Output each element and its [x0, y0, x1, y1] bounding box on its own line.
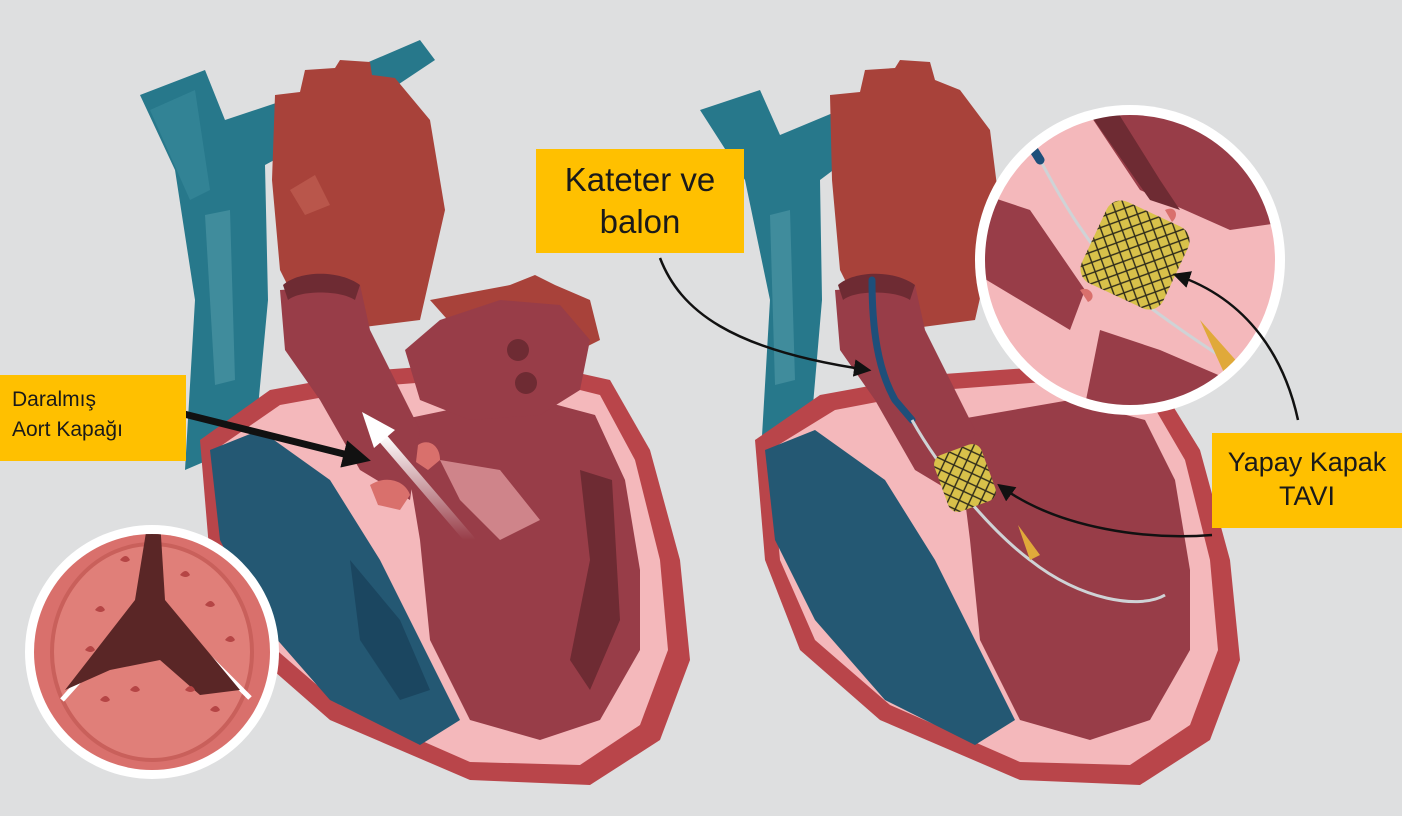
tavi-pointer-lower [997, 483, 1213, 538]
tavi-pointer-upper [1172, 271, 1300, 421]
catheter-label: Kateter ve balon [536, 149, 744, 253]
stenosis-pointer [167, 406, 371, 468]
prosthetic-valve-label-line2: TAVI [1278, 481, 1335, 511]
catheter-label-line1: Kateter ve [564, 161, 716, 198]
heart-after-illustration [700, 60, 1240, 785]
prosthetic-valve-label-line1: Yapay Kapak [1227, 447, 1387, 477]
stenotic-valve-label-line2: Aort Kapağı [12, 418, 123, 441]
catheter-label-line2: balon [599, 203, 681, 240]
stenotic-valve-label-line1: Daralmış [12, 388, 97, 411]
stenotic-valve-label: Daralmış Aort Kapağı [0, 375, 186, 461]
stent-small [934, 444, 996, 512]
flow-arrow [375, 430, 475, 545]
prosthetic-valve-label: Yapay Kapak TAVI [1212, 433, 1402, 528]
catheter-pointer [658, 257, 872, 377]
tavi-zoom-inset [975, 105, 1285, 415]
aorta [272, 60, 445, 330]
catheter-sheath [868, 276, 916, 424]
valve-cross-section-inset [25, 525, 279, 779]
heart-before-illustration [140, 40, 690, 785]
stent-large [1080, 200, 1190, 310]
